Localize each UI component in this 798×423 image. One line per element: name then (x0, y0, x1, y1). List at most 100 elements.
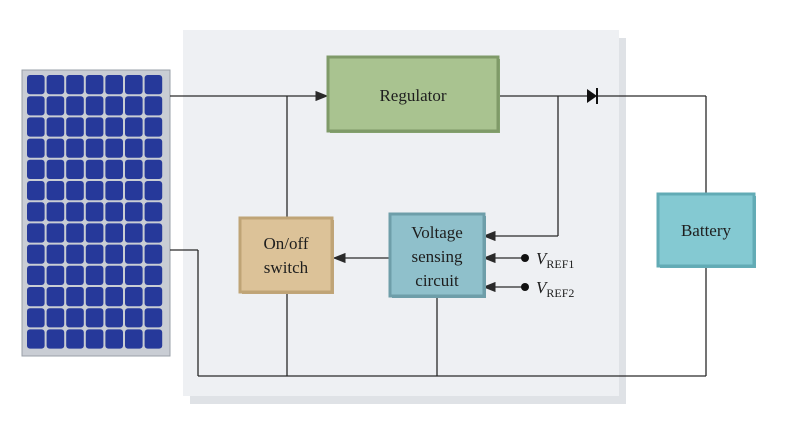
solar-cell (46, 75, 65, 95)
solar-cell (125, 75, 143, 95)
solar-cell (144, 138, 163, 158)
solar-cell (27, 265, 45, 285)
solar-cell (125, 202, 143, 222)
solar-cell (46, 329, 65, 349)
vref1-terminal (521, 254, 529, 262)
solar-cell (144, 287, 163, 307)
solar-cell (85, 202, 104, 222)
solar-cell (144, 96, 163, 116)
solar-cell (46, 117, 65, 137)
solar-cell (85, 244, 104, 264)
solar-cell (27, 202, 45, 222)
solar-cell (105, 159, 123, 179)
solar-cell (66, 181, 84, 201)
solar-cell (105, 202, 123, 222)
voltage-sensing-line3: circuit (415, 271, 459, 290)
solar-cell (125, 138, 143, 158)
solar-cell (105, 308, 123, 328)
solar-cell (27, 159, 45, 179)
solar-cell (66, 159, 84, 179)
solar-cell (46, 159, 65, 179)
solar-cell (125, 329, 143, 349)
solar-cell (66, 138, 84, 158)
diode-icon (587, 88, 598, 104)
solar-cell (125, 159, 143, 179)
voltage-sensing-block: Voltage sensing circuit (388, 212, 486, 298)
solar-cell (85, 181, 104, 201)
solar-cell (66, 96, 84, 116)
solar-cell (66, 287, 84, 307)
solar-cell (27, 308, 45, 328)
solar-panel (21, 69, 171, 357)
solar-cell (85, 265, 104, 285)
solar-cell (85, 308, 104, 328)
solar-cell (46, 181, 65, 201)
solar-cell (46, 96, 65, 116)
wires (170, 90, 707, 377)
solar-cell (105, 287, 123, 307)
solar-cell (27, 138, 45, 158)
solar-cell (105, 96, 123, 116)
solar-cell (125, 265, 143, 285)
solar-cell (66, 75, 84, 95)
solar-cell (125, 181, 143, 201)
solar-cell (144, 244, 163, 264)
solar-cell (144, 223, 163, 243)
solar-cell (105, 181, 123, 201)
solar-cell (85, 75, 104, 95)
solar-cell (27, 96, 45, 116)
solar-cell (27, 329, 45, 349)
solar-cell (125, 287, 143, 307)
solar-cell (66, 265, 84, 285)
solar-cell (27, 244, 45, 264)
solar-cell (27, 287, 45, 307)
voltage-sensing-line2: sensing (412, 247, 464, 266)
solar-cells (27, 75, 163, 349)
solar-cell (125, 308, 143, 328)
solar-cell (46, 244, 65, 264)
solar-cell (66, 223, 84, 243)
solar-cell (85, 223, 104, 243)
voltage-sensing-line1: Voltage (411, 223, 463, 242)
vref2-terminal (521, 283, 529, 291)
solar-cell (105, 75, 123, 95)
solar-cell (66, 329, 84, 349)
solar-cell (105, 265, 123, 285)
solar-cell (144, 329, 163, 349)
solar-cell (105, 223, 123, 243)
solar-cell (125, 244, 143, 264)
solar-cell (144, 202, 163, 222)
solar-cell (144, 308, 163, 328)
solar-cell (85, 287, 104, 307)
regulator-block: Regulator (326, 55, 500, 133)
solar-cell (105, 244, 123, 264)
solar-cell (27, 223, 45, 243)
solar-cell (46, 287, 65, 307)
solar-cell (66, 202, 84, 222)
solar-cell (85, 159, 104, 179)
solar-cell (46, 223, 65, 243)
solar-cell (105, 117, 123, 137)
solar-cell (125, 117, 143, 137)
solar-cell (105, 329, 123, 349)
on-off-switch-block: On/off switch (238, 216, 334, 294)
solar-cell (27, 75, 45, 95)
vref1-label: VREF1 (536, 249, 574, 271)
vref2-label: VREF2 (536, 278, 574, 300)
solar-cell (105, 138, 123, 158)
solar-cell (46, 138, 65, 158)
solar-cell (66, 117, 84, 137)
solar-cell (46, 265, 65, 285)
solar-cell (125, 223, 143, 243)
solar-cell (66, 244, 84, 264)
battery-label: Battery (681, 221, 732, 240)
solar-cell (85, 117, 104, 137)
battery-block: Battery (656, 192, 756, 268)
solar-cell (125, 96, 143, 116)
solar-cell (144, 159, 163, 179)
solar-cell (27, 181, 45, 201)
switch-line2: switch (264, 258, 309, 277)
solar-cell (144, 265, 163, 285)
